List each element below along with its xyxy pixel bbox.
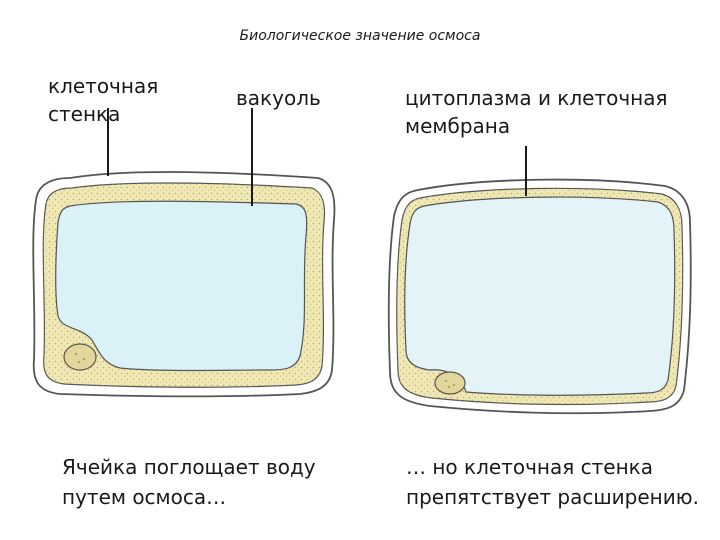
caption-left: Ячейка поглощает воду путем осмоса… <box>62 455 316 509</box>
label-cytoplasm-membrane: цитоплазма и клеточная мембрана <box>405 86 668 138</box>
left-cell-nucleus <box>63 343 97 371</box>
left-cell <box>32 171 336 398</box>
right-cell-vacuole <box>404 196 676 396</box>
caption-right: … но клеточная стенка препятствует расши… <box>406 455 699 509</box>
label-cell-wall: клеточная стенка <box>48 74 159 126</box>
left-cell-vacuole <box>55 200 308 372</box>
right-cell <box>387 178 692 415</box>
right-cell-nucleus <box>434 371 466 395</box>
label-vacuole: вакуоль <box>236 86 321 110</box>
diagram-title: Биологическое значение осмоса <box>239 28 481 44</box>
